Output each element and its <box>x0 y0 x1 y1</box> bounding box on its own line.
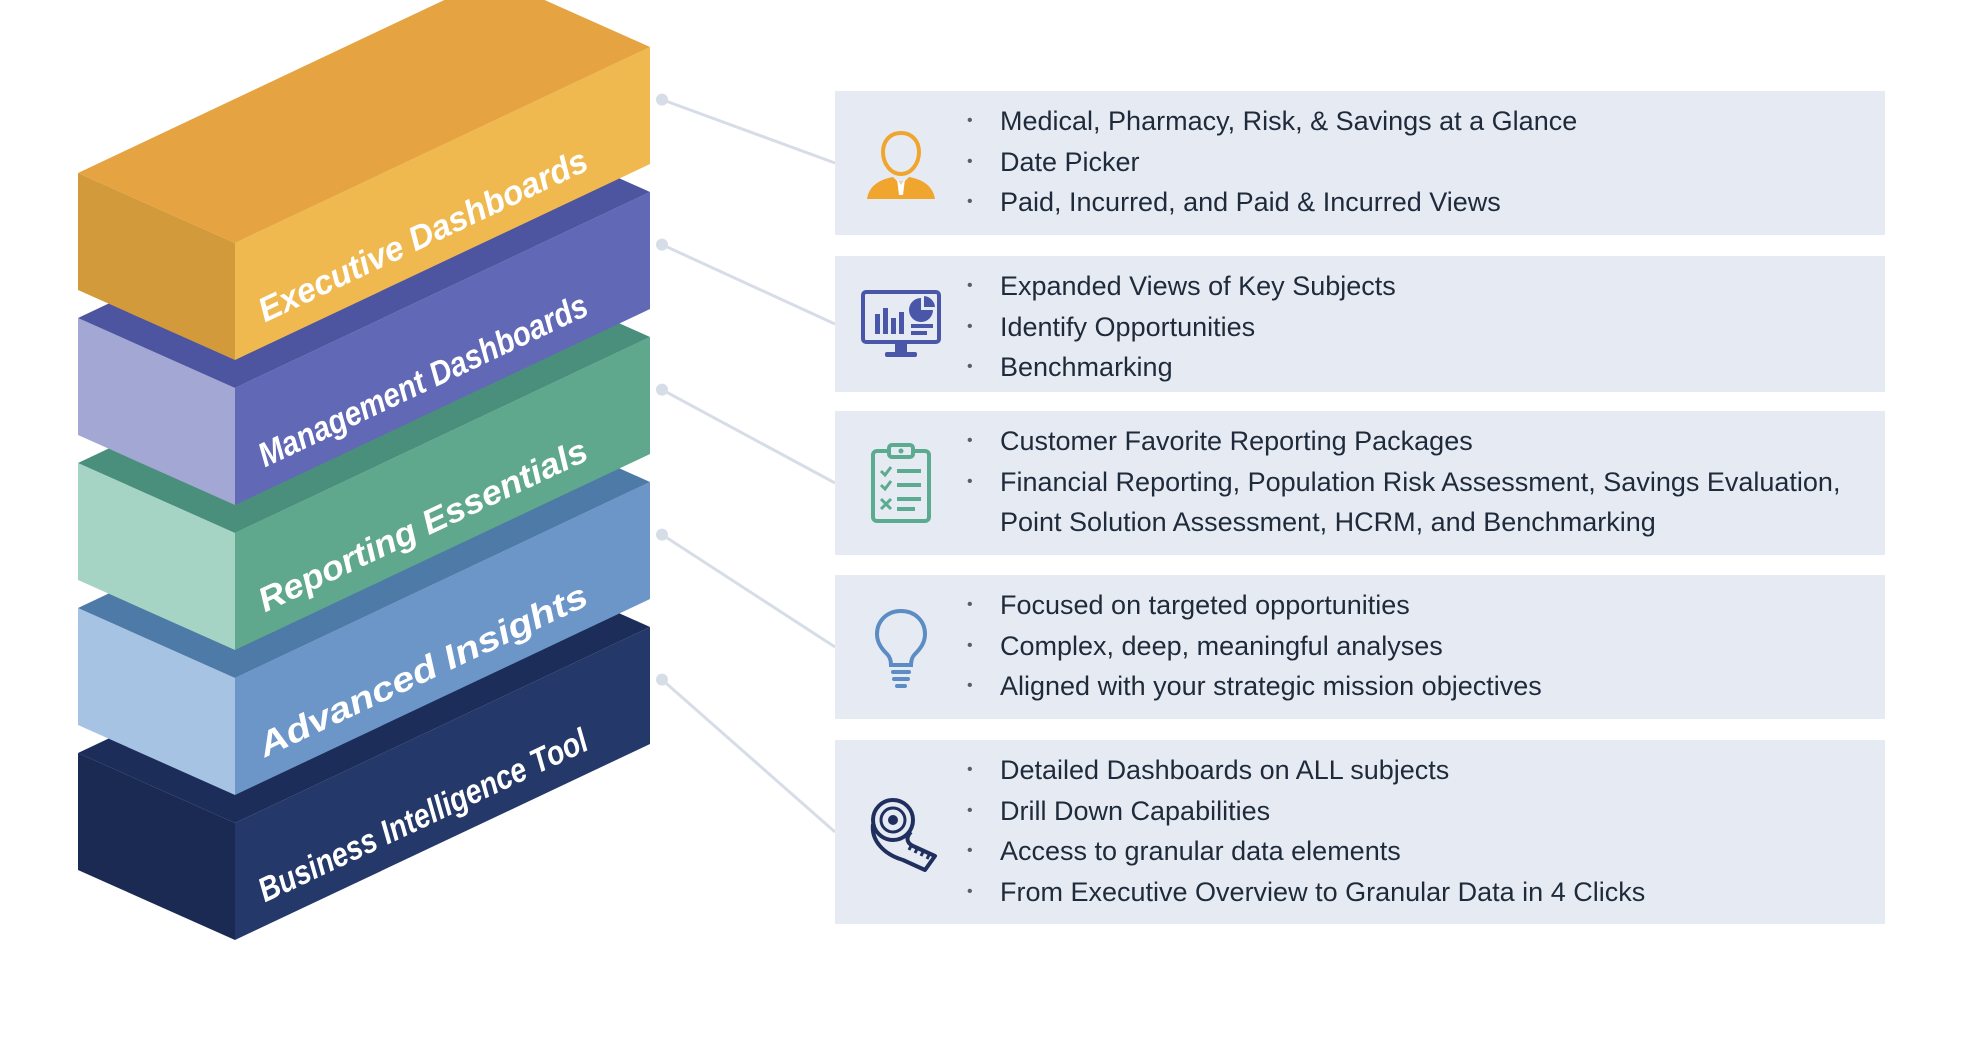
bullet-item: Benchmarking <box>965 347 1865 388</box>
bullet-item: Medical, Pharmacy, Risk, & Savings at a … <box>965 101 1865 142</box>
measuring-tape-icon <box>857 788 945 876</box>
bullet-item: Access to granular data elements <box>965 831 1865 872</box>
panel-business-intelligence-tool: Detailed Dashboards on ALL subjects Dril… <box>835 740 1885 924</box>
bullet-item: Customer Favorite Reporting Packages <box>965 421 1865 462</box>
bullet-list: Focused on targeted opportunities Comple… <box>965 585 1865 707</box>
bullet-item: Drill Down Capabilities <box>965 791 1865 832</box>
bullet-item: Date Picker <box>965 142 1865 183</box>
bullet-item: Expanded Views of Key Subjects <box>965 266 1865 307</box>
layer-front-face <box>235 482 650 795</box>
layer-side-face <box>78 753 235 940</box>
bullet-item: From Executive Overview to Granular Data… <box>965 872 1865 913</box>
layer-side-face <box>78 318 235 505</box>
layer-front-face <box>235 47 650 360</box>
dashboard-monitor-icon <box>857 280 945 368</box>
layer-side-face <box>78 608 235 795</box>
bullet-item: Focused on targeted opportunities <box>965 585 1865 626</box>
layer-top-face <box>78 0 650 243</box>
executive-user-icon <box>857 119 945 207</box>
layer-side-face <box>78 463 235 650</box>
bullet-list: Customer Favorite Reporting Packages Fin… <box>965 421 1865 543</box>
panel-management-dashboards: Expanded Views of Key Subjects Identify … <box>835 256 1885 392</box>
bullet-item: Detailed Dashboards on ALL subjects <box>965 750 1865 791</box>
clipboard-checklist-icon <box>857 439 945 527</box>
bullet-item: Financial Reporting, Population Risk Ass… <box>965 462 1865 543</box>
bullet-list: Medical, Pharmacy, Risk, & Savings at a … <box>965 101 1865 223</box>
bullet-list: Expanded Views of Key Subjects Identify … <box>965 266 1865 388</box>
bullet-item: Identify Opportunities <box>965 307 1865 348</box>
layer-front-face <box>235 192 650 505</box>
bullet-list: Detailed Dashboards on ALL subjects Dril… <box>965 750 1865 912</box>
bullet-item: Complex, deep, meaningful analyses <box>965 626 1865 667</box>
layer-front-face <box>235 337 650 650</box>
bullet-item: Paid, Incurred, and Paid & Incurred View… <box>965 182 1865 223</box>
panel-executive-dashboards: Medical, Pharmacy, Risk, & Savings at a … <box>835 91 1885 235</box>
bullet-item: Aligned with your strategic mission obje… <box>965 666 1865 707</box>
layer-executive-dashboards: Executive Dashboards <box>78 0 650 360</box>
panel-reporting-essentials: Customer Favorite Reporting Packages Fin… <box>835 411 1885 555</box>
layer-front-face <box>235 627 650 940</box>
layer-side-face <box>78 173 235 360</box>
lightbulb-icon <box>857 603 945 691</box>
panel-advanced-insights: Focused on targeted opportunities Comple… <box>835 575 1885 719</box>
